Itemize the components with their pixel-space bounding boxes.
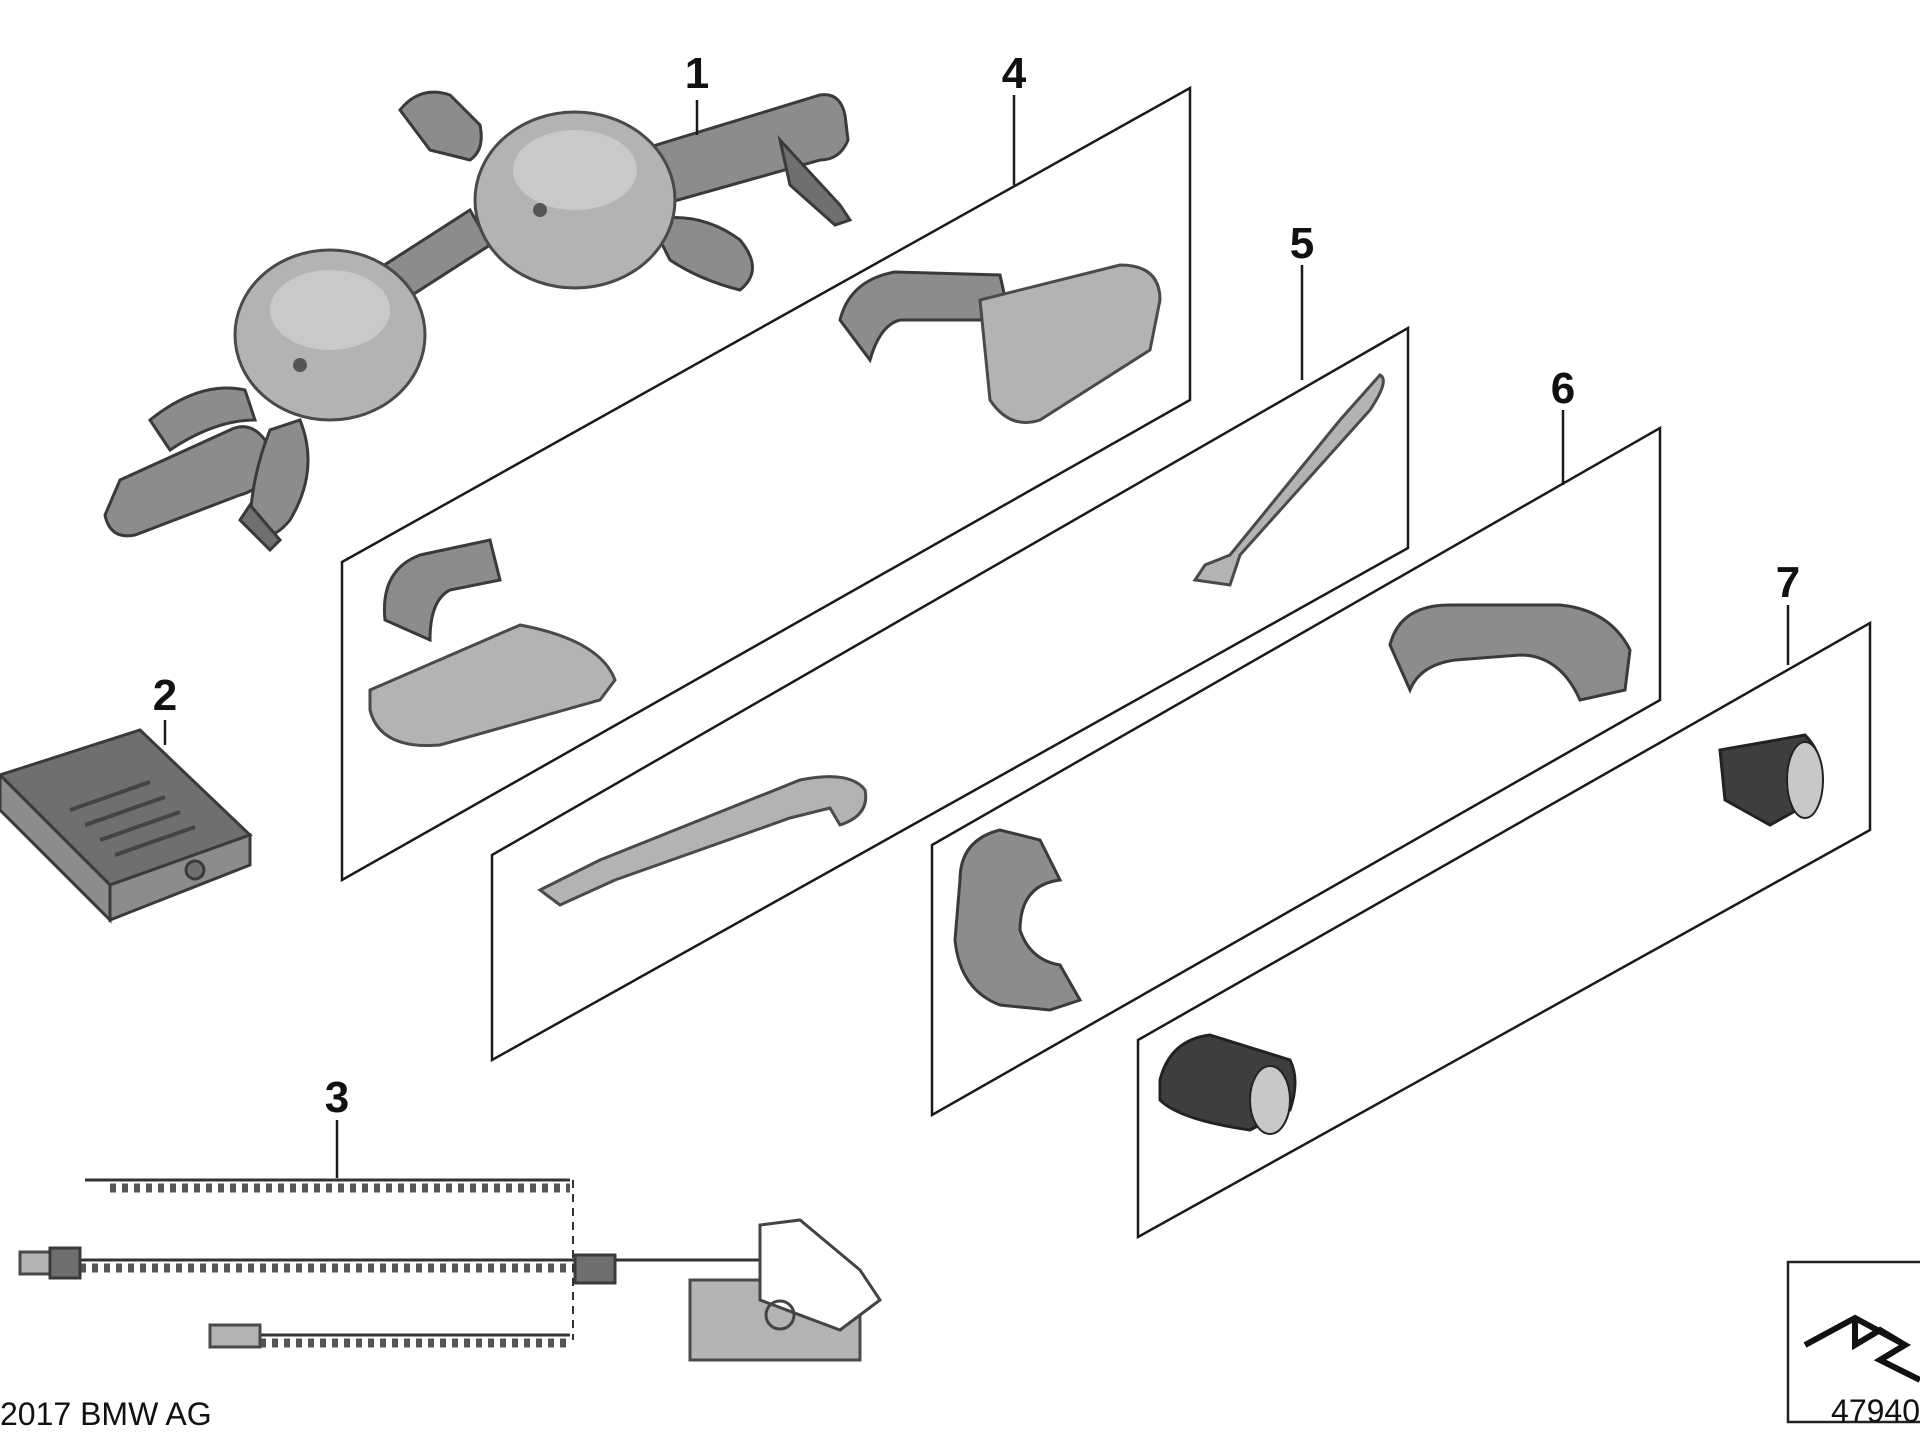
kit-frame-6 [930, 425, 1662, 1118]
part-7-carbon-tips[interactable] [1158, 733, 1824, 1135]
part-4-tailpipe-tips[interactable] [368, 263, 1162, 748]
callout-3: 3 [325, 1073, 349, 1122]
callout-7: 7 [1776, 558, 1800, 607]
part-5-brackets[interactable] [537, 373, 1385, 907]
callout-4: 4 [1002, 49, 1027, 98]
part-3-wiring-harness[interactable] [18, 1178, 883, 1362]
kit-frame-4 [340, 85, 1192, 883]
callout-1: 1 [685, 49, 709, 98]
callout-5: 5 [1290, 219, 1314, 268]
part-2-control-module[interactable] [0, 728, 253, 924]
part-6-connecting-pipes[interactable] [953, 603, 1632, 1012]
orientation-arrow-icon [1786, 1260, 1920, 1424]
part-1-rear-silencer[interactable] [103, 90, 853, 553]
kit-frame-5 [490, 325, 1410, 1063]
kit-frame-7 [1136, 620, 1872, 1240]
callout-2: 2 [153, 671, 177, 720]
callout-6: 6 [1551, 364, 1575, 413]
copyright-text: 2017 BMW AG [0, 1396, 212, 1432]
diagram-number: 47940 [1831, 1393, 1920, 1429]
